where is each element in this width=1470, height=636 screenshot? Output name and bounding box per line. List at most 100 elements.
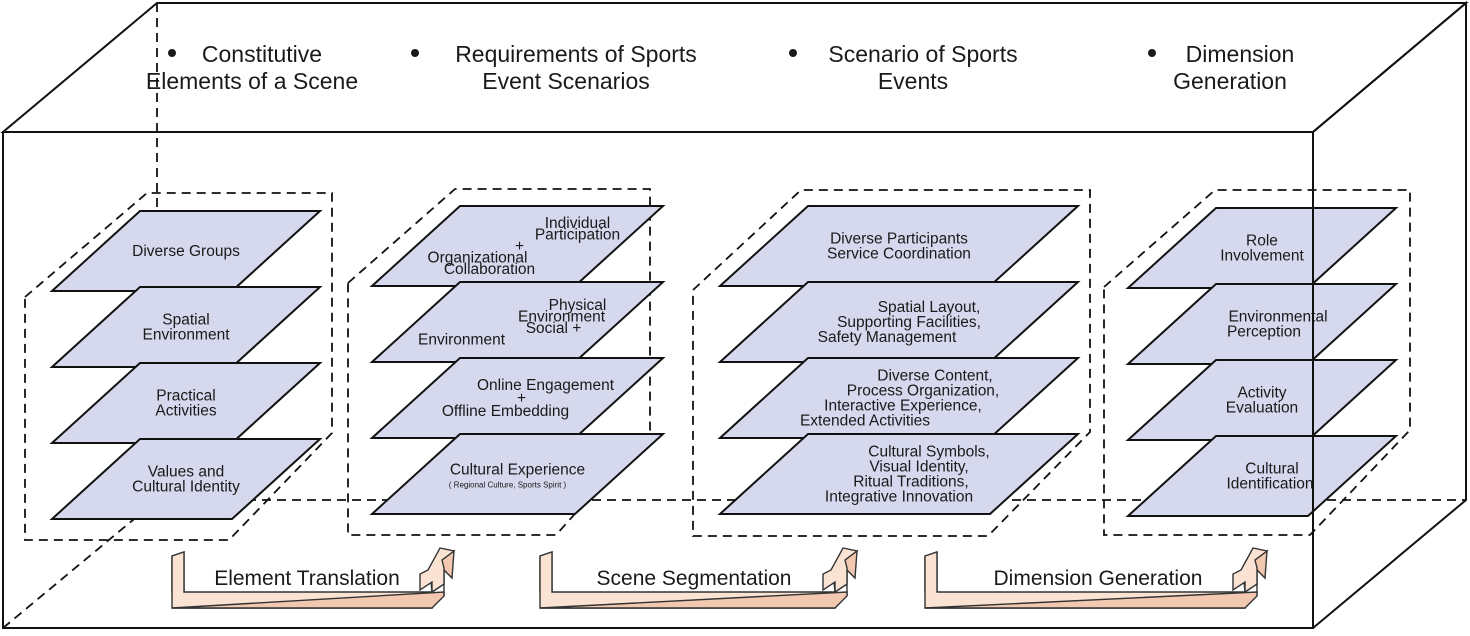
group-container-3 <box>692 189 1091 537</box>
layer-label: Supporting Facilities, <box>837 314 981 331</box>
layer-label: Integrative Innovation <box>825 489 973 506</box>
stack-3-layer-4: Cultural Symbols,Visual Identity,Ritual … <box>717 433 1081 515</box>
group-container-1 <box>24 192 333 541</box>
layer-label: Physical <box>549 297 607 314</box>
stack-3-layer-3: Diverse Content,Process Organization,Int… <box>717 357 1081 439</box>
layer-label: Environment <box>142 327 230 344</box>
process-arrow-1: Element Translation <box>171 547 456 609</box>
section-header-text: Requirements of Sports <box>455 41 697 67</box>
layer-stacks: Diverse GroupsSpatialEnvironmentPractica… <box>49 205 1399 520</box>
group-container-4 <box>1103 189 1411 536</box>
layer-label: Role <box>1246 233 1278 250</box>
layer-label: Spatial <box>162 312 209 329</box>
bottom-left-depth-edge <box>2 499 158 629</box>
layer-label: Involvement <box>1220 248 1304 265</box>
layer-label: Social + <box>526 320 582 337</box>
arrow-label: Element Translation <box>214 567 400 590</box>
arrow-body <box>924 547 1269 609</box>
layer-label: Perception <box>1227 324 1301 341</box>
layer-label: Service Coordination <box>827 246 971 263</box>
layer-label: + <box>517 390 526 407</box>
layer-label: Environment <box>418 331 506 348</box>
arrow-body <box>539 547 859 609</box>
layer-label: Activity <box>1237 385 1286 402</box>
process-arrow-2: Scene Segmentation <box>539 547 859 609</box>
bullet-icon <box>789 49 797 57</box>
layer-label: Safety Management <box>818 329 957 346</box>
layer-label: Offline Embedding <box>442 403 569 420</box>
stack-2-layer-3: Online Engagement+Offline Embedding <box>369 357 666 439</box>
layer-label: Participation <box>535 227 620 244</box>
section-header-text: Constitutive <box>202 41 322 67</box>
layer-label: Identification <box>1226 476 1313 493</box>
stack-1-layer-1: Diverse Groups <box>49 210 323 292</box>
layer-label: Organizational <box>428 250 528 267</box>
group-container-2 <box>347 188 651 536</box>
layer-label: Evaluation <box>1226 400 1298 417</box>
layer-label: Cultural Experience <box>450 462 585 479</box>
stack-3-layer-2: Spatial Layout,Supporting Facilities,Saf… <box>717 281 1081 363</box>
layer-label: Diverse Content, <box>877 368 992 385</box>
stack-2-layer-4: Cultural Experience( Regional Culture, S… <box>369 433 666 515</box>
section-header-text: Dimension <box>1186 41 1295 67</box>
group-containers <box>24 188 1411 541</box>
layer-label: Extended Activities <box>800 413 930 430</box>
layer-label: Visual Identity, <box>869 459 968 476</box>
arrow-bottom-strip <box>171 591 445 609</box>
layer-plane <box>1125 435 1399 517</box>
layer-label: Diverse Participants <box>830 231 968 248</box>
layer-plane <box>49 438 323 520</box>
arrow-label: Scene Segmentation <box>597 567 792 590</box>
layer-label: Individual <box>545 215 611 232</box>
layer-label: Environment <box>518 308 606 325</box>
process-arrows: Element Translation Scene Segmentation Dim… <box>171 547 1269 609</box>
arrow-body <box>171 547 456 609</box>
section-header-text: Event Scenarios <box>482 68 649 94</box>
layer-label: Diverse Groups <box>132 243 240 260</box>
layer-stack-2: IndividualParticipation+OrganizationalCo… <box>369 205 666 515</box>
section-header-text: Events <box>878 68 948 94</box>
layer-plane <box>717 433 1081 515</box>
layer-label: Spatial Layout, <box>878 299 981 316</box>
arrow-bottom-strip <box>924 591 1258 609</box>
layer-stack-4: RoleInvolvementEnvironmentalPerceptionAc… <box>1125 207 1399 517</box>
layer-label: Interactive Experience, <box>824 398 982 415</box>
layer-label: Cultural Identity <box>132 479 240 496</box>
layer-label: + <box>515 238 524 255</box>
layer-label: Cultural Symbols, <box>868 444 989 461</box>
arrow-label: Dimension Generation <box>994 567 1203 590</box>
layer-label: Practical <box>156 388 215 405</box>
box-right-face <box>1312 0 1467 629</box>
layer-plane <box>369 433 666 515</box>
layer-label: Ritual Traditions, <box>853 474 968 491</box>
section-header-text: Generation <box>1173 68 1287 94</box>
bullet-icon <box>168 49 176 57</box>
bullet-icon <box>411 49 419 57</box>
layer-label: Values and <box>148 464 224 481</box>
layer-label: Collaboration <box>444 261 535 278</box>
layer-label: Online Engagement <box>477 377 615 394</box>
layer-stack-1: Diverse GroupsSpatialEnvironmentPractica… <box>49 210 323 520</box>
layer-label: Environmental <box>1228 309 1327 326</box>
section-header-text: Elements of a Scene <box>146 68 358 94</box>
process-arrow-3: Dimension Generation <box>924 547 1269 609</box>
layer-label: Activities <box>155 403 216 420</box>
arrow-bottom-strip <box>539 591 848 609</box>
